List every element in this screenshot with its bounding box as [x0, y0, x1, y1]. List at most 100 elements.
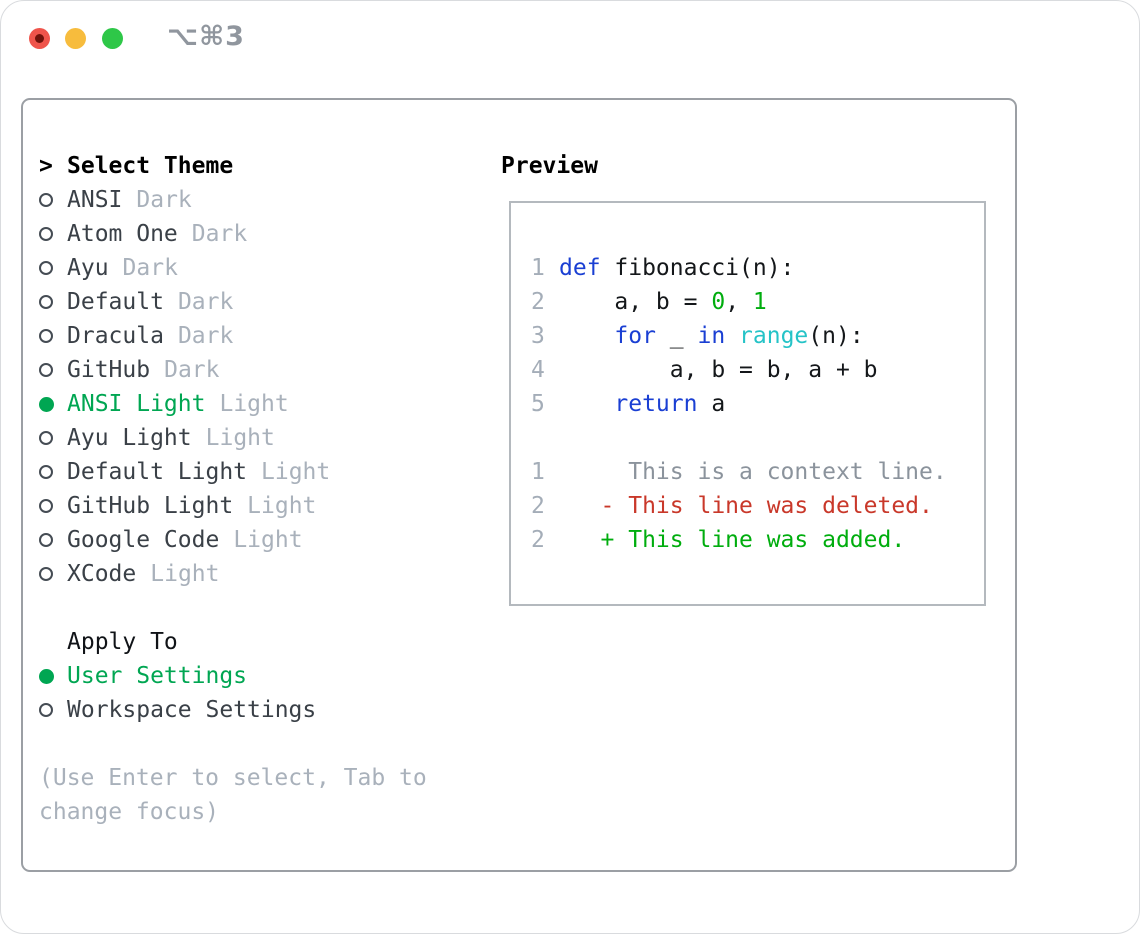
theme-option-ayu-light[interactable]: Ayu Light Light [39, 421, 427, 455]
code-line: 2 a, b = 0, 1 [531, 285, 984, 319]
code-line: 2 - This line was deleted. [531, 489, 984, 523]
prompt-icon: > [39, 153, 53, 179]
apply-to-title: Apply To [67, 629, 178, 655]
code-segment: return [614, 391, 698, 417]
line-number: 2 [531, 493, 545, 519]
code-line: 2 + This line was added. [531, 523, 984, 557]
theme-name: Ayu Light [67, 425, 192, 451]
code-line: 5 return a [531, 387, 984, 421]
theme-name: ANSI Light [67, 391, 206, 417]
theme-name: Google Code [67, 527, 220, 553]
theme-variant-badge: Light [219, 391, 289, 417]
code-line [531, 421, 984, 455]
code-segment: + This line was added. [559, 527, 906, 553]
line-number: 3 [531, 323, 545, 349]
window-shortcut-label: ⌥⌘3 [167, 21, 245, 52]
theme-variant-badge: Light [205, 425, 275, 451]
select-theme-title: Select Theme [67, 153, 234, 179]
line-number: 1 [531, 255, 545, 281]
theme-name: Dracula [67, 323, 164, 349]
spacer [39, 591, 427, 625]
theme-variant-badge: Dark [136, 187, 192, 213]
theme-option-ansi[interactable]: ANSI Dark [39, 183, 427, 217]
select-theme-header-row: > Select Theme [39, 149, 427, 183]
code-line: 4 a, b = b, a + b [531, 353, 984, 387]
code-segment [559, 323, 614, 349]
radio-unselected-icon [39, 295, 67, 309]
radio-selected-icon [39, 668, 67, 684]
keyboard-hint-line-1: (Use Enter to select, Tab to [39, 765, 427, 791]
code-segment: fibonacci(n): [600, 255, 795, 281]
theme-variant-badge: Dark [122, 255, 178, 281]
code-line: 1 This is a context line. [531, 455, 984, 489]
code-segment: a [697, 391, 726, 417]
radio-unselected-icon [39, 227, 67, 241]
line-number: 2 [531, 289, 545, 315]
keyboard-hint-line-2: change focus) [39, 799, 220, 825]
code-segment: 1 [752, 289, 767, 315]
code-segment: _ [655, 323, 698, 349]
theme-name: Default [67, 289, 164, 315]
code-segment: 0 [711, 289, 726, 315]
theme-name: GitHub Light [67, 493, 234, 519]
code-line: 1 def fibonacci(n): [531, 251, 984, 285]
radio-unselected-icon [39, 193, 67, 207]
code-segment: a, b = [559, 289, 712, 315]
theme-variant-badge: Dark [177, 289, 234, 315]
close-dot-icon [35, 34, 44, 43]
theme-option-atom-one[interactable]: Atom One Dark [39, 217, 427, 251]
apply-option-user-settings[interactable]: User Settings [39, 659, 427, 693]
apply-option-label: User Settings [67, 663, 248, 689]
theme-option-dracula[interactable]: Dracula Dark [39, 319, 427, 353]
radio-unselected-icon [39, 329, 67, 343]
theme-option-google-code[interactable]: Google Code Light [39, 523, 427, 557]
theme-variant-badge: Dark [191, 221, 248, 247]
spacer [39, 727, 427, 761]
theme-variant-badge: Light [233, 527, 303, 553]
radio-selected-icon [39, 396, 67, 412]
code-segment [559, 391, 614, 417]
code-segment [725, 323, 739, 349]
theme-option-github[interactable]: GitHub Dark [39, 353, 427, 387]
minimize-button[interactable] [65, 28, 86, 49]
code-segment: a, b = b, a + b [559, 357, 878, 383]
radio-unselected-icon [39, 363, 67, 377]
close-button[interactable] [29, 28, 50, 49]
line-number: 1 [531, 459, 545, 485]
zoom-button[interactable] [102, 28, 123, 49]
code-segment: for [614, 323, 656, 349]
theme-name: GitHub [67, 357, 151, 383]
theme-name: Default Light [67, 459, 248, 485]
line-number: 2 [531, 527, 545, 553]
theme-name: ANSI [67, 187, 123, 213]
radio-unselected-icon [39, 533, 67, 547]
theme-variant-badge: Dark [164, 357, 220, 383]
code-segment: range [739, 323, 809, 349]
code-segment: (n): [808, 323, 864, 349]
theme-variant-badge: Dark [177, 323, 234, 349]
radio-unselected-icon [39, 465, 67, 479]
code-line: 3 for _ in range(n): [531, 319, 984, 353]
code-segment: def [559, 255, 601, 281]
theme-name: Atom One [67, 221, 178, 247]
code-segment: - This line was deleted. [559, 493, 933, 519]
radio-unselected-icon [39, 567, 67, 581]
apply-to-header-row: Apply To [39, 625, 427, 659]
theme-variant-badge: Light [247, 493, 317, 519]
theme-option-github-light[interactable]: GitHub Light Light [39, 489, 427, 523]
theme-option-ansi-light[interactable]: ANSI Light Light [39, 387, 427, 421]
radio-unselected-icon [39, 431, 67, 445]
theme-option-default[interactable]: Default Dark [39, 285, 427, 319]
code-segment: , [725, 289, 753, 315]
theme-name: XCode [67, 561, 137, 587]
line-number: 5 [531, 391, 545, 417]
apply-option-workspace-settings[interactable]: Workspace Settings [39, 693, 427, 727]
